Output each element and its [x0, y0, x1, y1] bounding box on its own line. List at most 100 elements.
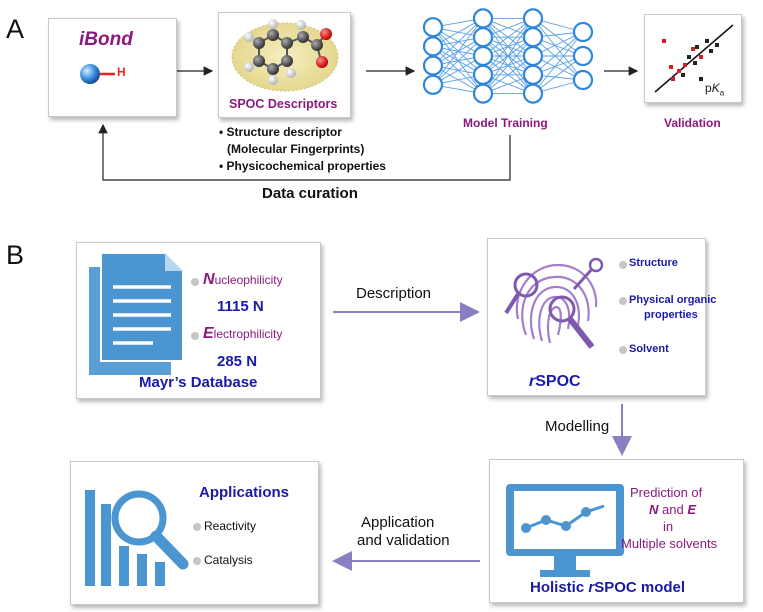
- modelling-label: Modelling: [545, 418, 610, 435]
- nn-node: [472, 83, 494, 104]
- spoc-descriptors-label: SPOC Descriptors: [229, 97, 338, 111]
- applications-title: Applications: [199, 484, 290, 501]
- description-label: Description: [356, 285, 432, 302]
- nn-node: [472, 27, 494, 48]
- nn-node: [572, 69, 594, 91]
- n-initial: N: [203, 271, 215, 288]
- nn-node: [472, 64, 494, 85]
- spoc-descriptors-card: SPOC Descriptors: [218, 12, 351, 118]
- rspoc-title: rSPOC: [529, 373, 581, 391]
- application-item-catalysis: Catalysis: [204, 553, 253, 567]
- nn-node: [522, 27, 544, 48]
- bullet-dot: [619, 261, 627, 269]
- nucleophilicity-label: Nucleophilicity: [203, 271, 283, 289]
- bullet-dot: [619, 297, 627, 305]
- nn-node: [472, 45, 494, 67]
- nn-edge: [532, 18, 584, 57]
- nucleophile-count: 1115 N: [217, 298, 264, 315]
- nn-node: [522, 64, 544, 85]
- holistic-title-rest: SPOC model: [594, 579, 686, 596]
- document-stack-icon: [89, 252, 184, 375]
- nn-node: [522, 45, 544, 67]
- bar-chart-magnifier-icon: [85, 490, 189, 586]
- data-curation-label: Data curation: [262, 185, 358, 202]
- nn-node: [472, 8, 494, 29]
- e-rest: lectrophilicity: [213, 327, 283, 341]
- holistic-title-pre: Holistic: [530, 579, 589, 596]
- pka-label: pKa: [705, 81, 724, 97]
- application-label-line-1: Application: [361, 514, 435, 531]
- ibond-card: iBond H: [48, 18, 177, 117]
- mayr-database-title: Mayr’s Database: [139, 374, 258, 391]
- rspoc-item-structure: Structure: [629, 257, 678, 269]
- rspoc-title-r: r: [529, 373, 536, 390]
- prediction-e: E: [687, 502, 696, 517]
- rspoc-item-properties: properties: [644, 309, 698, 321]
- bullet-molecular-fingerprints: (Molecular Fingerprints): [227, 142, 365, 156]
- bullet-dot: [619, 346, 627, 354]
- nn-edge: [432, 18, 484, 86]
- prediction-and: and: [658, 502, 688, 517]
- nn-node: [572, 21, 594, 43]
- nn-edge: [532, 36, 584, 81]
- nn-node: [572, 45, 594, 67]
- prediction-line-2: N and E: [649, 502, 696, 517]
- panel-letter-a: A: [6, 14, 25, 44]
- neural-network-icon: [422, 8, 594, 104]
- rspoc-title-rest: SPOC: [535, 373, 581, 390]
- model-training-label: Model Training: [463, 116, 548, 130]
- validation-plot-card: pKa: [644, 14, 742, 103]
- bullet-dot: [193, 523, 201, 531]
- validation-label: Validation: [664, 116, 721, 130]
- nn-node: [522, 83, 544, 104]
- bullet-dot: [191, 332, 199, 340]
- nn-edge: [482, 18, 534, 57]
- bullet-structure-descriptor: • Structure descriptor: [219, 125, 342, 139]
- rspoc-card: Structure Physical organic properties So…: [487, 238, 716, 396]
- holistic-model-card: Prediction of N and E in Multiple solven…: [489, 459, 744, 603]
- nn-edge: [482, 36, 534, 94]
- pka-k: K: [711, 81, 720, 95]
- mayr-database-card: Nucleophilicity 1115 N Electrophilicity …: [76, 242, 321, 399]
- data-curation-feedback-line: [98, 123, 511, 181]
- applications-card: Applications Reactivity Catalysis: [70, 461, 319, 605]
- nn-node: [522, 8, 544, 29]
- nn-node: [422, 36, 444, 57]
- nn-node: [422, 74, 444, 95]
- nn-node: [422, 17, 444, 38]
- nn-edge: [532, 18, 584, 81]
- h-atom-label: H: [117, 65, 126, 79]
- holistic-model-title: Holistic rSPOC model: [530, 579, 685, 596]
- nn-edge: [532, 55, 584, 94]
- application-label-line-2: and validation: [357, 532, 450, 549]
- pka-p: p: [705, 81, 712, 95]
- application-item-reactivity: Reactivity: [204, 519, 257, 533]
- bullet-physicochemical: • Physicochemical properties: [219, 159, 386, 173]
- nn-edge: [482, 18, 534, 76]
- nn-edge: [482, 55, 534, 94]
- nn-edge: [532, 31, 584, 94]
- electrophile-count: 285 N: [217, 353, 258, 370]
- rspoc-item-physical-organic: Physical organic: [629, 294, 717, 306]
- nn-node: [422, 55, 444, 76]
- bullet-dot: [193, 557, 201, 565]
- electrophilicity-label: Electrophilicity: [203, 325, 282, 343]
- prediction-line-1: Prediction of: [630, 485, 703, 500]
- ibond-title: iBond: [79, 29, 133, 50]
- prediction-n: N: [649, 502, 659, 517]
- pka-a: a: [719, 88, 725, 98]
- e-initial: E: [203, 325, 214, 342]
- nn-edge: [432, 18, 484, 66]
- panel-letter-b: B: [6, 240, 25, 270]
- fingerprint-magnifier-icon: [504, 257, 604, 349]
- nn-edge: [482, 18, 534, 94]
- scatter-plot-icon: [654, 24, 734, 93]
- nn-edge: [432, 36, 484, 86]
- monitor-chart-icon: [506, 484, 624, 577]
- rspoc-item-solvent: Solvent: [629, 343, 669, 355]
- bullet-dot: [191, 278, 199, 286]
- prediction-line-4: Multiple solvents: [621, 536, 718, 551]
- bond-molecule-icon: [80, 64, 115, 84]
